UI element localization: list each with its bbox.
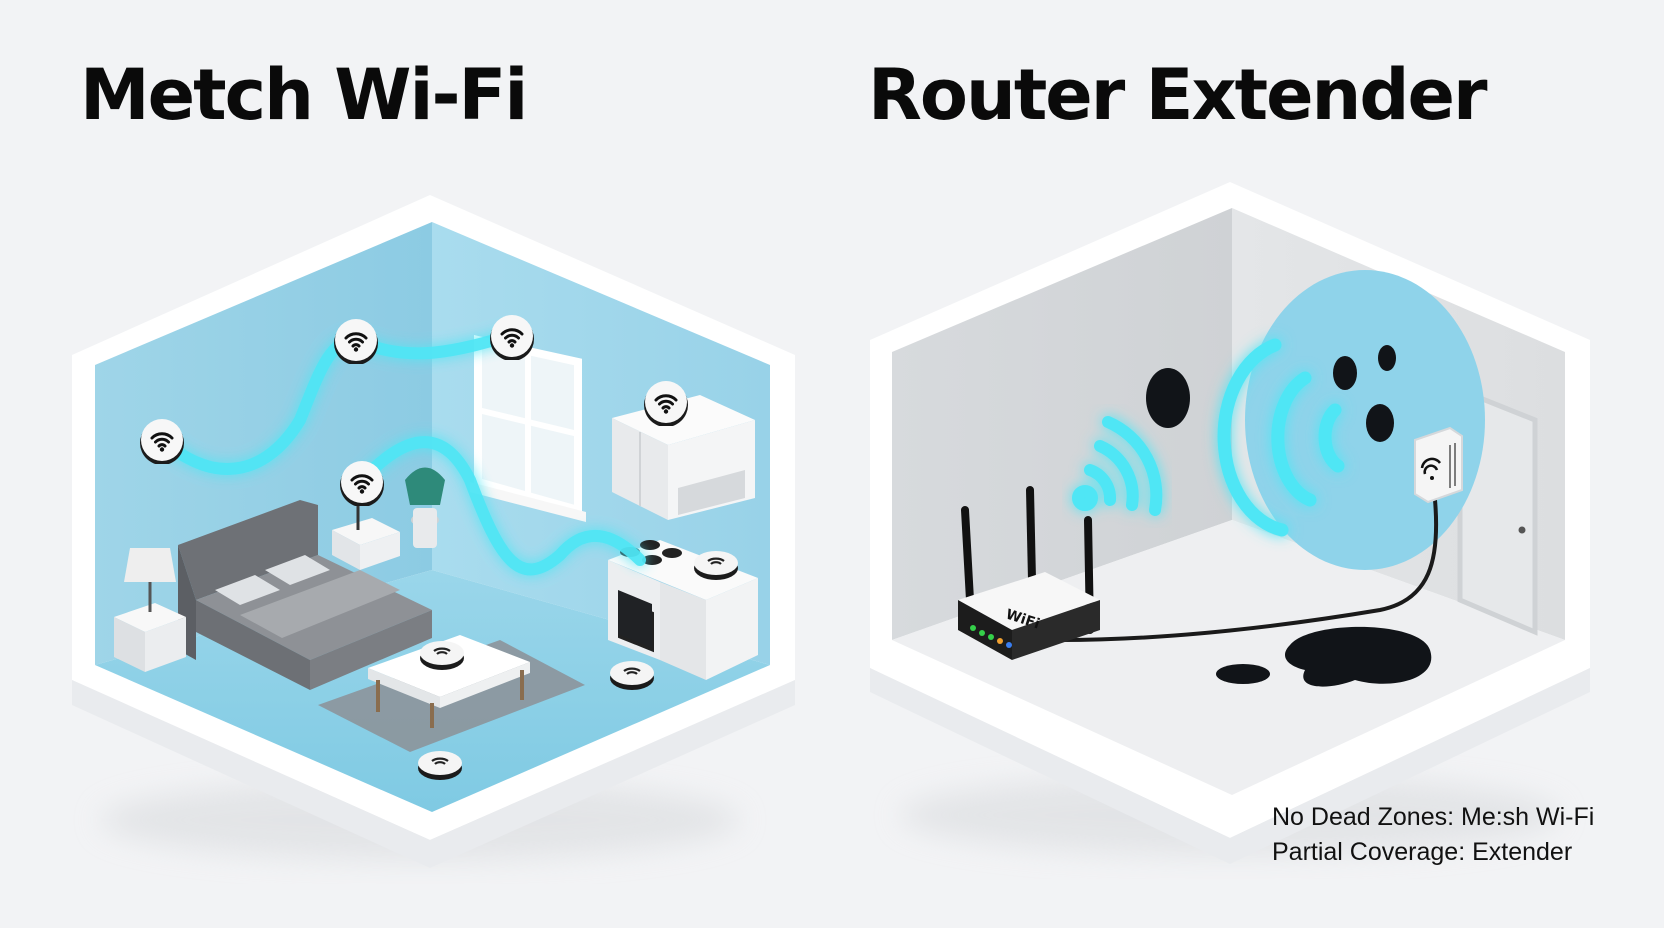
extender-plug-icon: [1414, 426, 1463, 504]
dead-zone-spots: [1146, 345, 1432, 687]
mesh-room: [72, 195, 795, 868]
kitchen-counter: [608, 540, 758, 680]
floor-lamp: [332, 467, 445, 570]
nightstand-lamp: [114, 548, 186, 672]
wifi-node-icon: [488, 313, 536, 360]
bed: [178, 500, 432, 690]
legend-extender: Partial Coverage: Extender: [1272, 838, 1573, 866]
mesh-wifi-title: Metch Wi-Fi: [80, 54, 528, 136]
wifi-node-icon: [692, 549, 740, 580]
extender-room: WiFi: [870, 182, 1590, 864]
router-extender-title: Router Extender: [868, 54, 1487, 136]
ethernet-cable: [1059, 499, 1439, 642]
wifi-node-icon: [418, 639, 466, 670]
wifi-node-icon: [642, 379, 690, 426]
legend-mesh: No Dead Zones: Me:sh Wi-Fi: [1272, 803, 1595, 831]
wifi-node-icon: [416, 749, 464, 780]
window: [470, 335, 586, 522]
extender-signal-arcs: [1217, 338, 1345, 537]
router-signal-arcs: [1072, 416, 1163, 516]
comparison-legend: No Dead Zones: Me:sh Wi-Fi Partial Cover…: [1272, 800, 1594, 870]
router-icon: WiFi: [958, 486, 1100, 660]
wifi-node-icon: [338, 459, 386, 506]
wifi-node-icon: [332, 317, 380, 364]
wall-cabinet: [612, 395, 755, 520]
wifi-node-icon: [608, 659, 656, 690]
wifi-node-icon: [138, 417, 186, 464]
